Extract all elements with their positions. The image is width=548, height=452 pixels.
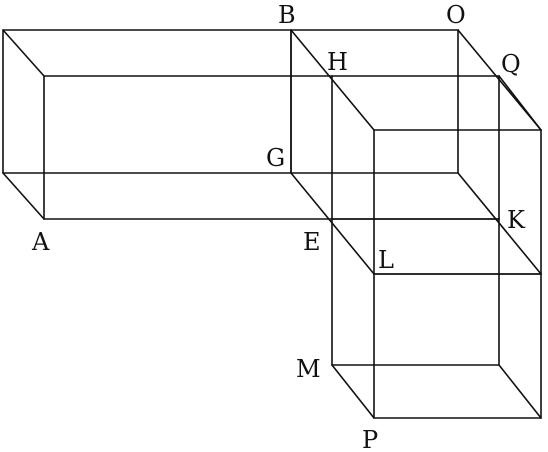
label-L: L bbox=[378, 246, 394, 274]
long-box-back-face bbox=[2, 29, 292, 174]
label-A: A bbox=[31, 228, 50, 256]
label-O: O bbox=[446, 1, 466, 29]
long-box-edge-bottom-left bbox=[2, 172, 45, 220]
shifted-top-face-edge bbox=[331, 75, 500, 220]
long-box bbox=[2, 29, 333, 220]
long-box-front-face bbox=[43, 75, 333, 220]
bottom-box-front-face bbox=[373, 273, 542, 419]
bottom-box-back-face bbox=[331, 218, 500, 366]
shifted-box bbox=[331, 75, 542, 220]
label-M: M bbox=[296, 355, 321, 383]
long-box-edge-top-left bbox=[2, 29, 45, 77]
label-G: G bbox=[266, 144, 285, 172]
edge-B-front bbox=[290, 29, 375, 131]
vertex-labels: B O H Q G K A E L M P bbox=[31, 1, 526, 452]
label-H: H bbox=[327, 48, 348, 76]
edge-M-P bbox=[331, 364, 375, 419]
bottom-box bbox=[331, 218, 542, 419]
edge-bottom-right bbox=[498, 364, 542, 419]
label-Q: Q bbox=[501, 50, 521, 78]
label-E: E bbox=[303, 228, 321, 256]
label-K: K bbox=[507, 206, 526, 234]
edge-Q-front bbox=[498, 75, 542, 131]
label-B: B bbox=[278, 1, 296, 29]
label-P: P bbox=[362, 426, 378, 452]
